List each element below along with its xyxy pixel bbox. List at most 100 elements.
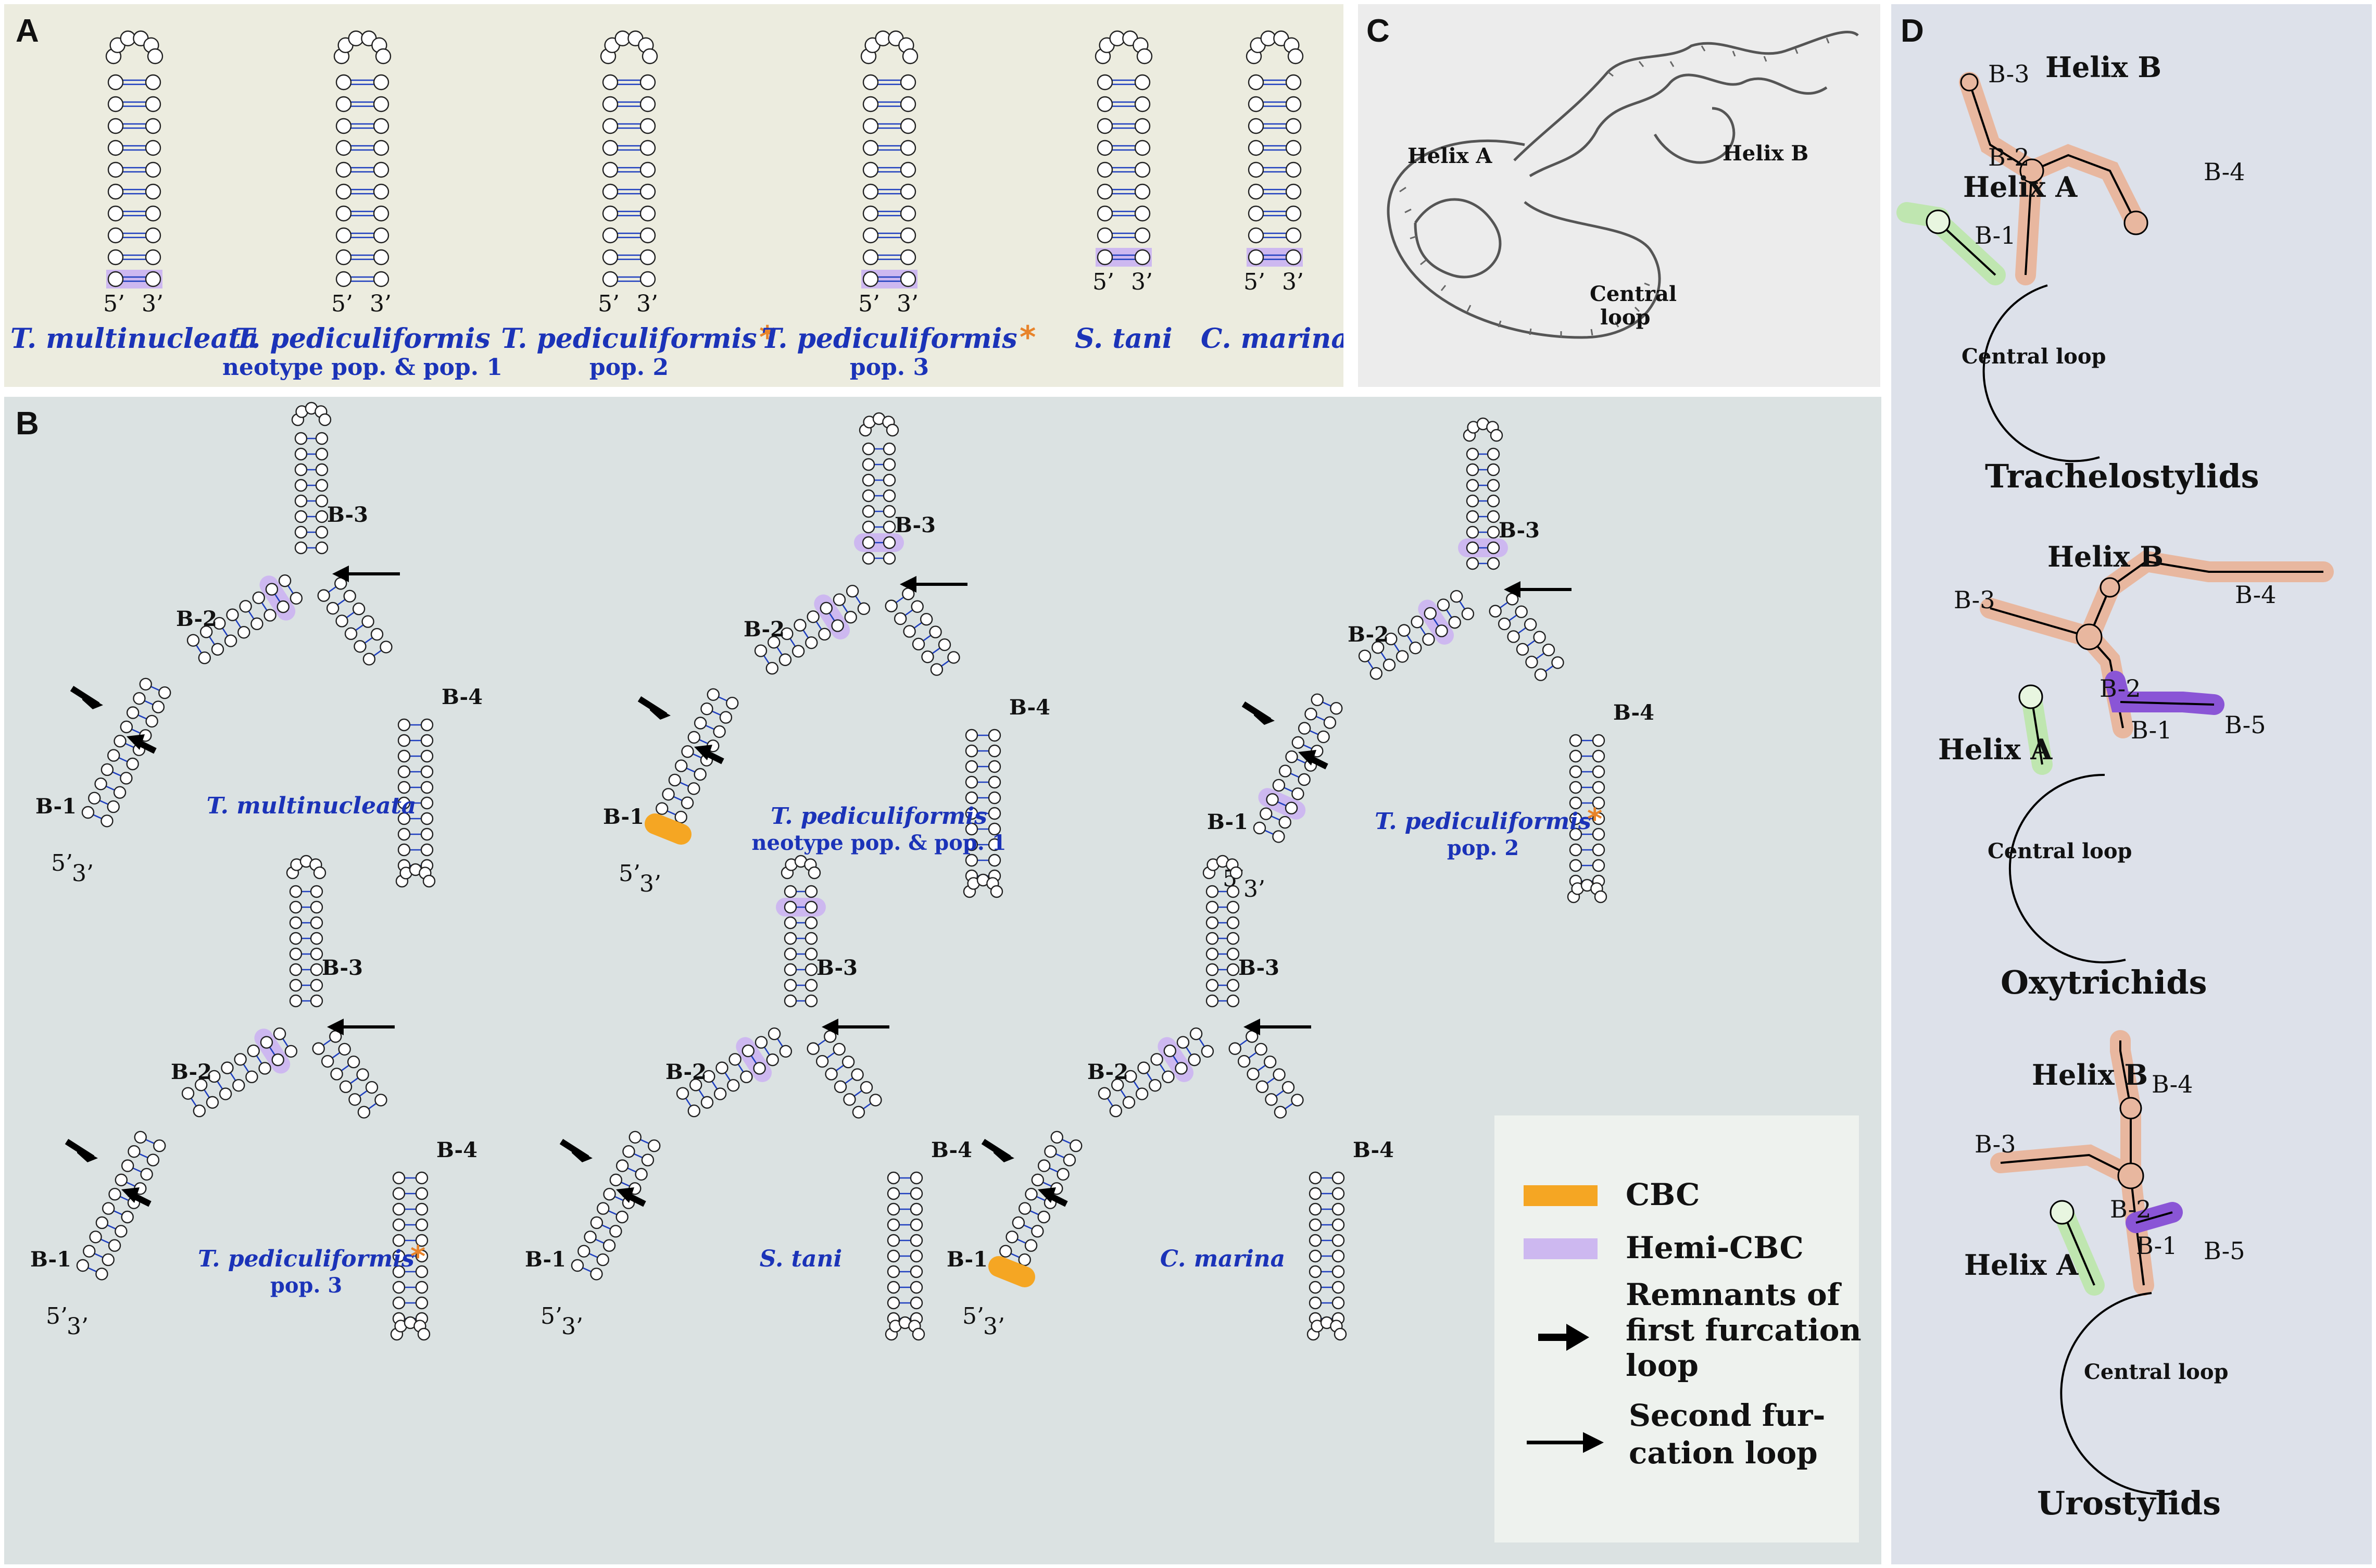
nucleotide	[1176, 1036, 1190, 1049]
nucleotide	[778, 653, 792, 667]
nucleotide	[1435, 624, 1448, 637]
nucleotide	[1309, 1171, 1322, 1185]
nucleotide	[602, 1239, 616, 1252]
nucleotide	[596, 1253, 609, 1266]
nucleotide	[1309, 1187, 1322, 1200]
nucleotide	[687, 731, 701, 744]
nucleotide	[397, 718, 411, 732]
nucleotide	[1205, 947, 1219, 961]
nucleotide	[862, 74, 879, 91]
nucleotide	[315, 447, 329, 461]
b4-node	[2119, 1097, 2142, 1120]
nucleotide	[102, 1253, 115, 1266]
nucleotide	[900, 96, 916, 112]
nucleotide	[1285, 249, 1302, 266]
nucleotide	[397, 749, 411, 763]
nucleotide	[294, 494, 308, 508]
nucleotide	[1255, 1080, 1269, 1094]
nucleotide	[107, 140, 124, 156]
nucleotide	[335, 96, 352, 112]
nucleotide	[1097, 161, 1113, 178]
nucleotide	[602, 249, 619, 266]
branch-label-b4: B-4	[442, 685, 483, 709]
remnant-arrow-icon	[127, 734, 157, 754]
nucleotide	[900, 227, 916, 244]
nucleotide	[1097, 183, 1113, 200]
panel-c: C Helix A Helix B Central loop	[1358, 4, 1880, 387]
nucleotide	[392, 1296, 406, 1310]
nucleotide	[1569, 859, 1582, 872]
nucleotide	[126, 757, 139, 771]
nucleotide	[883, 520, 896, 534]
tertiary-structure-drawing	[1387, 30, 1859, 339]
nucleotide	[862, 551, 875, 565]
nucleotide	[310, 979, 323, 992]
helix-a-cap	[2018, 684, 2043, 709]
branch-label-b3: B-3	[1238, 956, 1279, 980]
nucleotide	[107, 74, 124, 91]
nucleotide	[373, 227, 389, 244]
nucleotide	[676, 1087, 689, 1100]
asterisk-marker: *	[410, 1240, 425, 1274]
nucleotide	[315, 510, 329, 523]
nucleotide	[639, 183, 656, 200]
three-prime-label: 3’	[67, 1313, 89, 1340]
diagram-oxytrichids: Helix B B-3 B-4 B-2 B-5 B-1 Helix A Cent…	[1938, 540, 2334, 1001]
nucleotide	[1134, 96, 1151, 112]
nucleotide	[1461, 607, 1475, 620]
nucleotide	[1134, 249, 1151, 266]
nucleotide	[862, 205, 879, 222]
nucleotide	[887, 1234, 900, 1247]
nucleotide	[1411, 616, 1424, 629]
nucleotide	[335, 161, 352, 178]
population-label: pop. 2	[589, 354, 669, 381]
nucleotide	[1396, 650, 1409, 663]
b5-stem	[2135, 1211, 2173, 1224]
nucleotide	[1569, 796, 1582, 810]
nucleotide	[883, 442, 896, 456]
nucleotide	[862, 271, 879, 287]
nucleotide	[1229, 866, 1243, 880]
nucleotide	[602, 183, 619, 200]
nucleotide	[330, 1068, 343, 1081]
nucleotide	[1285, 183, 1302, 200]
nucleotide	[392, 1218, 406, 1232]
rna-structure: B-3B-2B-4B-15’3’T. pediculiformisneotype…	[603, 412, 1050, 898]
cbc-highlight	[988, 1256, 1035, 1287]
nucleotide	[107, 161, 124, 178]
nucleotide	[883, 536, 896, 549]
nucleotide	[1281, 1081, 1295, 1094]
nucleotide	[145, 118, 161, 134]
nucleotide	[1524, 618, 1537, 631]
hairpin	[333, 30, 392, 287]
nucleotide	[938, 638, 951, 651]
three-prime-label: 3’	[1131, 269, 1153, 295]
nucleotide	[1487, 463, 1500, 476]
branch-label-b2: B-2	[665, 1060, 707, 1084]
nucleotide	[1331, 1249, 1345, 1263]
nucleotide	[639, 161, 656, 178]
nucleotide	[883, 505, 896, 518]
nucleotide	[988, 760, 1001, 773]
nucleotide	[338, 1043, 351, 1056]
five-prime-label: 5’	[598, 291, 620, 317]
label-b5: B-5	[2204, 1237, 2245, 1265]
nucleotide	[335, 74, 352, 91]
nucleotide	[1309, 1281, 1322, 1294]
nucleotide	[1248, 161, 1264, 178]
hairpin-group	[105, 30, 1304, 288]
central-loop-arc	[2008, 773, 2126, 963]
nucleotide	[784, 932, 797, 945]
nucleotide	[250, 617, 263, 631]
nucleotide	[784, 885, 797, 898]
nucleotide	[862, 536, 875, 549]
nucleotide	[373, 205, 389, 222]
nucleotide	[707, 688, 720, 701]
nucleotide	[930, 663, 944, 676]
five-prime-label: 5’	[540, 1303, 562, 1329]
nucleotide	[294, 541, 308, 555]
nucleotide	[1285, 96, 1302, 112]
nucleotide	[145, 140, 161, 156]
label-helix-a: Helix A	[1407, 144, 1492, 168]
nucleotide	[397, 734, 411, 747]
